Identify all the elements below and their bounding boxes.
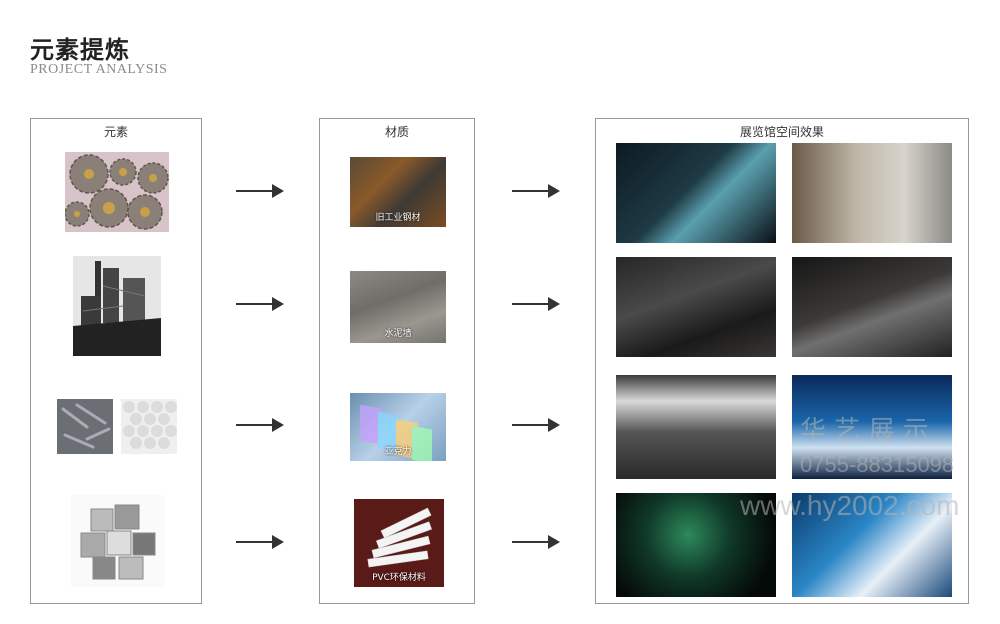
material-label: 旧工业钢材 [375,213,421,223]
material-label: PVC环保材料 [372,573,426,583]
watermark-url: www.hy2002.com [740,490,960,521]
exhibition-render-image [616,143,776,243]
gears-image [65,152,169,232]
pvc-board-image: PVC环保材料 [354,499,444,587]
rusty-steel-image: 旧工业钢材 [350,157,446,227]
bolts-image [57,399,113,454]
arrow-right-icon [512,184,560,198]
exhibition-render-image [792,143,952,243]
materials-panel: 材质 旧工业钢材 水泥墙 亚克力 PVC环保材料 [319,118,475,604]
arrow-right-icon [512,297,560,311]
exhibition-render-image [616,493,776,597]
hex-pattern-image [121,399,177,454]
watermark-phone: 0755-88315098 [800,452,955,477]
acrylic-image: 亚克力 [350,393,446,461]
exhibition-render-image [616,375,776,479]
arrow-right-icon [512,418,560,432]
exhibition-render-image [616,257,776,357]
elements-header: 元素 [103,125,128,139]
arrow-right-icon [236,297,284,311]
exhibition-render-image [792,493,952,597]
page-title: 元素提炼 [30,35,130,64]
factory-image [73,256,161,356]
arrow-right-icon [512,535,560,549]
elements-panel: 元素 [30,118,202,604]
materials-header: 材质 [384,125,409,139]
arrow-right-icon [236,184,284,198]
material-label: 水泥墙 [384,329,412,339]
effects-header: 展览馆空间效果 [739,125,824,139]
exhibition-render-image [792,375,952,479]
watermark-brand: 华 艺 展 示 [800,416,929,446]
exhibition-render-image [792,257,952,357]
cubes-image [71,495,165,587]
arrow-right-icon [236,535,284,549]
page-subtitle: PROJECT ANALYSIS [30,62,168,77]
effects-panel: 展览馆空间效果 [595,118,969,604]
concrete-wall-image: 水泥墙 [350,271,446,343]
material-label: 亚克力 [384,447,412,457]
arrow-right-icon [236,418,284,432]
